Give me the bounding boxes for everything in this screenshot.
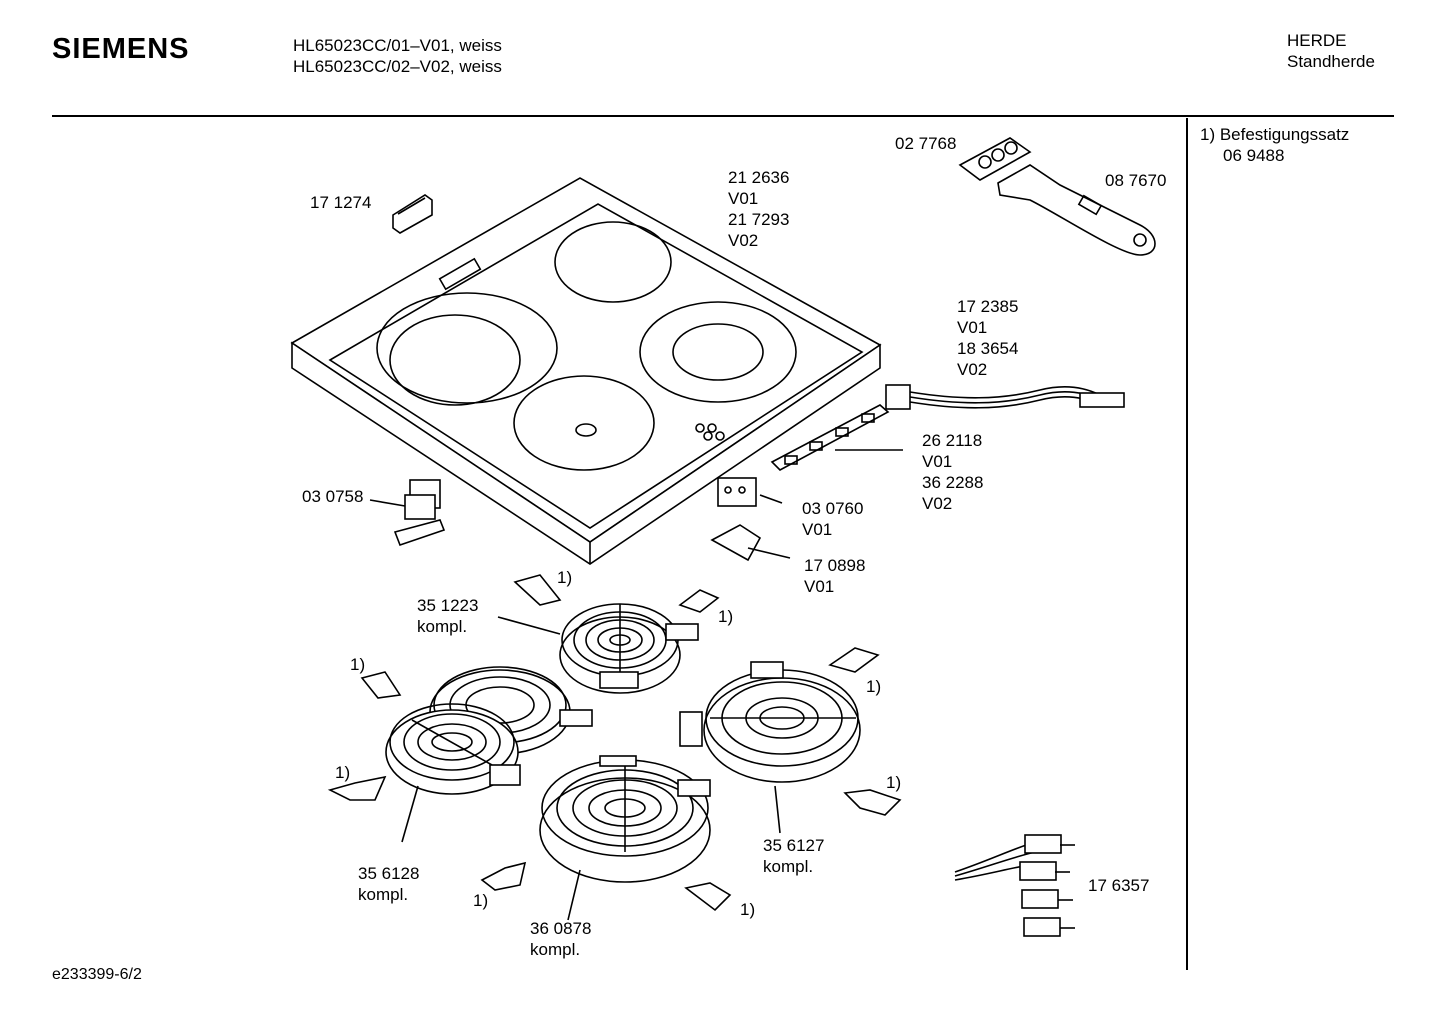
part-label-172385: 17 2385 [957,297,1019,316]
part-label-217293-variant: V02 [728,231,759,250]
part-label-217293: 21 7293 [728,210,790,229]
document-id: e233399-6/2 [52,966,142,983]
scraper-tool-drawing [958,137,1156,256]
part-label-356128-kompl: kompl. [358,885,409,904]
part-label-351223-kompl: kompl. [417,617,468,636]
part-label-087670: 08 7670 [1105,171,1167,190]
part-label-356128: 35 6128 [358,864,420,883]
footnote-marker: 1) [718,607,734,626]
clip-171274-drawing [392,194,433,234]
part-label-356127-kompl: kompl. [763,857,814,876]
part-label-170898-variant: V01 [804,577,835,596]
part-label-027768: 02 7768 [895,134,957,153]
connector-030760-drawing [717,477,783,507]
brand-logo: SIEMENS [52,33,190,65]
footnote-marker: 1) [335,763,351,782]
part-label-170898: 17 0898 [804,556,866,575]
part-label-212636: 21 2636 [728,168,790,187]
control-strip-drawing [770,404,903,471]
legend-divider [1186,118,1188,970]
mounting-clips-drawing [327,574,902,912]
part-label-030760: 03 0760 [802,499,864,518]
model-line-1: HL65023CC/01–V01, weiss [293,36,502,55]
part-label-171274: 17 1274 [310,193,372,212]
part-label-183654-variant: V02 [957,360,988,379]
part-label-362288: 36 2288 [922,473,984,492]
category-label: HERDE [1287,31,1347,50]
header-divider [52,115,1394,117]
part-label-262118: 26 2118 [922,431,983,450]
heater-356128-drawing [385,666,593,843]
part-label-172385-variant: V01 [957,318,988,337]
footnote-marker: 1) [350,655,366,674]
part-label-360878-kompl: kompl. [530,940,581,959]
legend-note-part: 06 9488 [1223,146,1285,165]
part-label-356127: 35 6127 [763,836,825,855]
hob-top-drawing [290,177,882,565]
footnote-marker: 1) [866,677,882,696]
part-label-360878: 36 0878 [530,919,592,938]
footnote-marker: 1) [740,900,756,919]
model-line-2: HL65023CC/02–V02, weiss [293,57,502,76]
bracket-030758-drawing [369,479,446,547]
footnote-marker: 1) [473,891,489,910]
footnote-marker: 1) [557,568,573,587]
subcategory-label: Standherde [1287,52,1375,71]
part-label-262118-variant: V01 [922,452,953,471]
part-label-183654: 18 3654 [957,339,1019,358]
switch-assembly-drawing [954,834,1075,937]
wiring-harness-drawing [885,384,1125,410]
part-label-030760-variant: V01 [802,520,833,539]
part-label-362288-variant: V02 [922,494,953,513]
part-label-030758: 03 0758 [302,487,364,506]
cover-170898-drawing [710,524,791,562]
legend-note-title: 1) Befestigungssatz [1200,125,1350,144]
heater-356127-drawing [679,661,861,834]
heater-360878-drawing [539,755,711,921]
part-label-351223: 35 1223 [417,596,479,615]
footnote-marker: 1) [886,773,902,792]
part-label-212636-variant: V01 [728,189,759,208]
heater-351223-drawing [497,603,699,694]
part-label-176357: 17 6357 [1088,876,1150,895]
